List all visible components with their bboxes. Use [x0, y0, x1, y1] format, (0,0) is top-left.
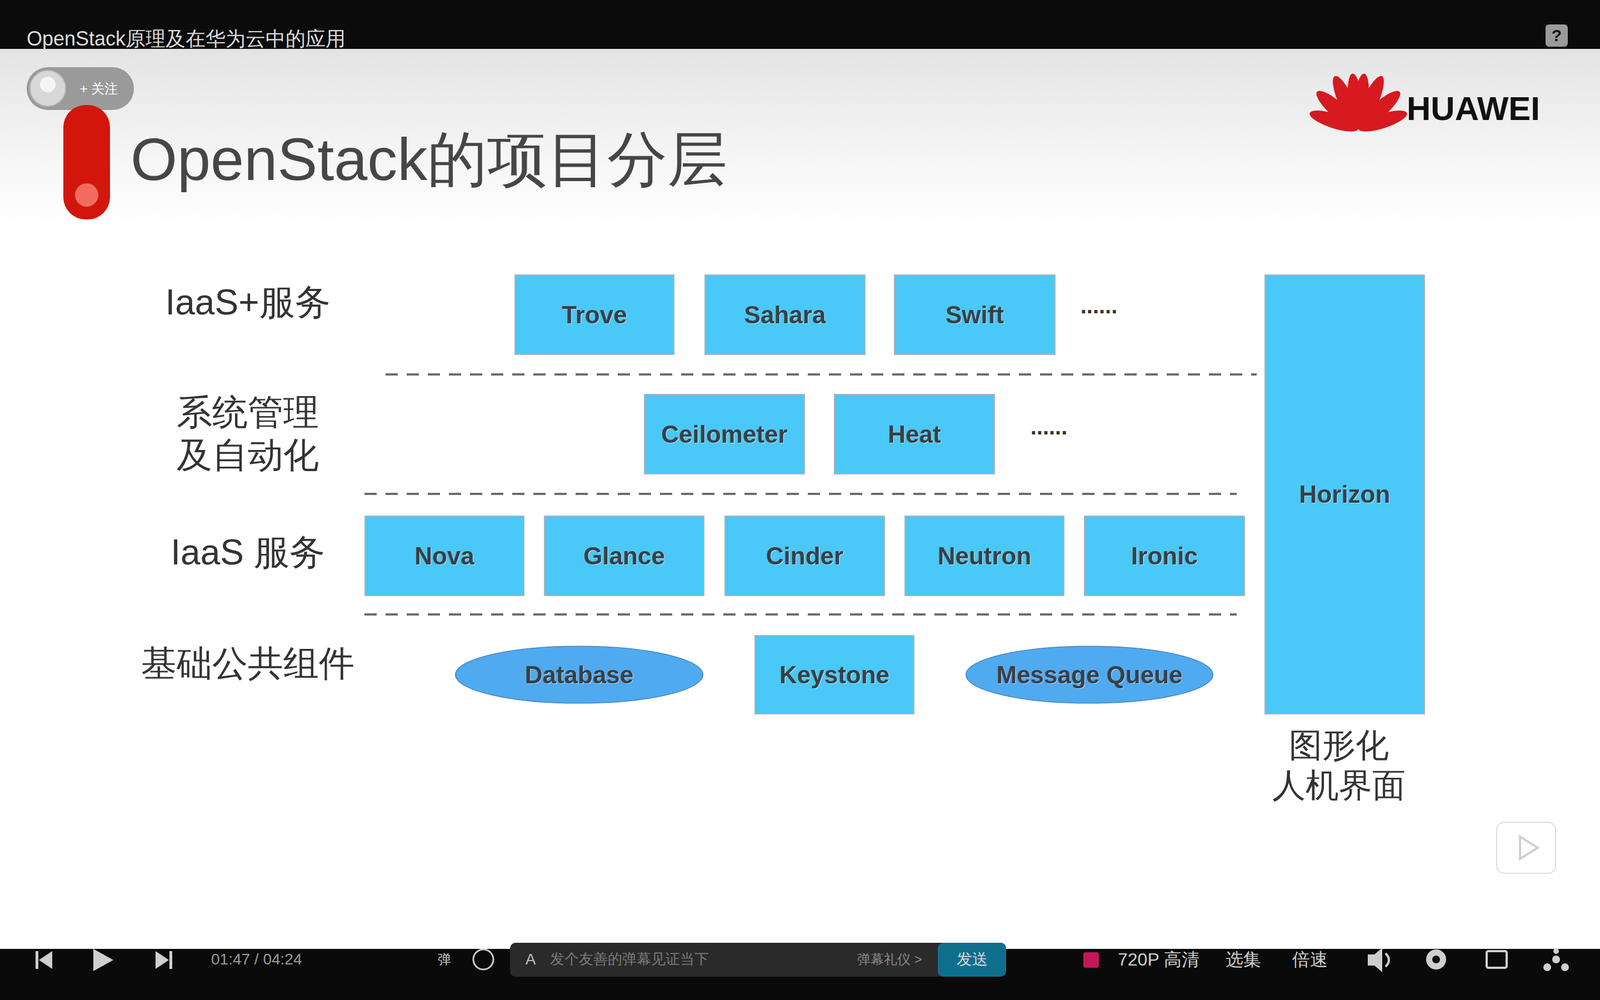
node-label: Glance — [583, 542, 665, 570]
component-ellipse: Message Queue — [964, 645, 1215, 705]
project-box: Swift — [893, 274, 1056, 355]
node-label: Keystone — [779, 661, 890, 689]
etiquette-link: 弹幕礼仪 > — [857, 951, 923, 968]
ellipsis: ...... — [1080, 292, 1118, 319]
follow-pill — [26, 67, 134, 110]
quality-text: 720P 高清 — [1117, 948, 1200, 970]
title-marker-dot — [75, 183, 99, 207]
danmaku-icon-text: 弹 — [437, 951, 452, 968]
project-box: Cinder — [724, 515, 885, 597]
video-title: OpenStack原理及在华为云中的应用 — [26, 26, 346, 51]
node-label: Nova — [414, 542, 475, 570]
layer-separator — [364, 374, 1257, 615]
node-label: Swift — [945, 301, 1004, 329]
project-box: Keystone — [754, 635, 915, 715]
project-box: Nova — [364, 515, 525, 597]
danmaku-input — [510, 942, 1007, 977]
layer-name: 系统管理 及自动化 — [176, 391, 319, 477]
slide-title: OpenStack的项目分层 — [130, 126, 728, 193]
input-placeholder: 发个友善的弹幕见证当下 — [550, 950, 709, 968]
time-display: 01:47 / 04:24 — [211, 950, 302, 969]
avatar — [30, 70, 66, 107]
node-label: Ironic — [1131, 542, 1198, 570]
project-box: Horizon — [1264, 274, 1425, 715]
follow-text: + 关注 — [80, 81, 119, 98]
node-label: Cinder — [766, 542, 844, 570]
ellipsis: ...... — [1030, 413, 1068, 440]
node-label: Message Queue — [996, 661, 1183, 689]
node-label: Neutron — [937, 542, 1032, 570]
node-label: Horizon — [1299, 480, 1391, 509]
horizon-caption: 图形化 人机界面 — [1272, 725, 1406, 806]
component-ellipse: Database — [453, 645, 705, 705]
huawei-logo — [1307, 72, 1409, 136]
node-label: Database — [525, 661, 634, 689]
layer-name: IaaS+服务 — [165, 281, 330, 324]
help-icon — [1545, 24, 1568, 47]
speed-text: 倍速 — [1292, 948, 1328, 970]
title-marker — [63, 105, 110, 220]
send-button — [937, 942, 1007, 977]
node-label: Trove — [561, 301, 627, 329]
play-overlay-icon — [1520, 836, 1538, 859]
layer-name: IaaS 服务 — [170, 531, 325, 574]
avatar-face — [40, 76, 56, 93]
project-box: Trove — [514, 274, 675, 355]
brand-name: HUAWEI — [1406, 88, 1540, 129]
play-overlay — [1496, 822, 1556, 874]
send-text: 发送 — [956, 950, 988, 969]
episodes-text: 选集 — [1225, 948, 1262, 970]
help-mark: ? — [1551, 25, 1562, 46]
project-box: Ironic — [1083, 515, 1245, 597]
project-box: Sahara — [704, 274, 866, 355]
font-icon-text: A — [525, 950, 537, 969]
project-box: Neutron — [904, 515, 1065, 597]
node-label: Sahara — [744, 301, 827, 329]
project-box: Glance — [543, 515, 705, 597]
project-box: Heat — [833, 393, 995, 475]
layer-name: 基础公共组件 — [141, 642, 355, 685]
node-label: Heat — [887, 420, 941, 449]
node-label: Ceilometer — [661, 420, 788, 449]
project-box: Ceilometer — [643, 393, 805, 475]
